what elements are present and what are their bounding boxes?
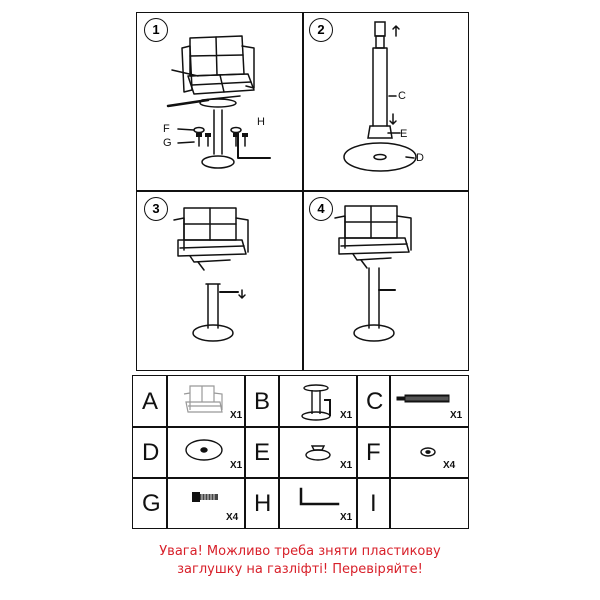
allen-key-icon <box>299 487 340 506</box>
step-2-label-e: E <box>400 128 408 140</box>
warning-line-2: заглушку на газліфті! Перевіряйте! <box>177 562 423 577</box>
step-1-label-f: F <box>163 123 170 135</box>
part-letter-d: D <box>142 439 160 466</box>
step-3-diagram <box>173 207 249 342</box>
parts-grid-line <box>356 376 358 528</box>
part-qty-b: X1 <box>340 410 353 421</box>
part-letter-e: E <box>254 439 271 466</box>
gas-lift-icon <box>396 394 450 403</box>
warning-line-1: Увага! Можливо треба зняти пластикову <box>159 544 441 559</box>
step-2-label-c: C <box>398 90 406 102</box>
part-qty-a: X1 <box>230 410 243 421</box>
part-letter-f: F <box>366 439 381 466</box>
parts-grid-line <box>133 477 468 479</box>
part-letter-a: A <box>142 388 159 415</box>
part-qty-g: X4 <box>226 512 239 523</box>
part-letter-i: I <box>370 490 377 517</box>
part-qty-c: X1 <box>450 410 463 421</box>
divider-horizontal <box>137 190 468 192</box>
part-qty-f: X4 <box>443 460 456 471</box>
part-letter-b: B <box>254 388 271 415</box>
assembly-steps-frame <box>136 12 469 371</box>
part-qty-h: X1 <box>340 512 353 523</box>
washer-icon <box>420 447 436 457</box>
divider-vertical <box>302 13 304 370</box>
parts-grid-line <box>278 376 280 528</box>
step-1-label-h: H <box>257 116 265 128</box>
parts-table <box>132 375 469 529</box>
base-mechanism-icon <box>301 384 331 421</box>
parts-grid-line <box>389 376 391 528</box>
part-letter-g: G <box>142 490 161 517</box>
cover-icon <box>305 445 331 461</box>
parts-grid-line <box>244 376 246 528</box>
base-disc-icon <box>185 439 223 461</box>
part-qty-e: X1 <box>340 460 353 471</box>
step-1-number: 1 <box>144 18 168 42</box>
part-letter-c: C <box>366 388 384 415</box>
step-2-label-d: D <box>416 152 424 164</box>
step-3-number: 3 <box>144 197 168 221</box>
step-1-diagram <box>166 35 271 169</box>
bolt-icon <box>192 492 218 502</box>
parts-grid-line <box>133 426 468 428</box>
part-letter-h: H <box>254 490 272 517</box>
step-2-number: 2 <box>309 18 333 42</box>
step-1-label-g: G <box>163 137 172 149</box>
step-2-diagram <box>343 21 417 172</box>
part-qty-d: X1 <box>230 460 243 471</box>
chair-seat-icon <box>183 385 223 413</box>
step-4-diagram <box>334 205 412 342</box>
parts-grid-line <box>166 376 168 528</box>
step-4-number: 4 <box>309 197 333 221</box>
